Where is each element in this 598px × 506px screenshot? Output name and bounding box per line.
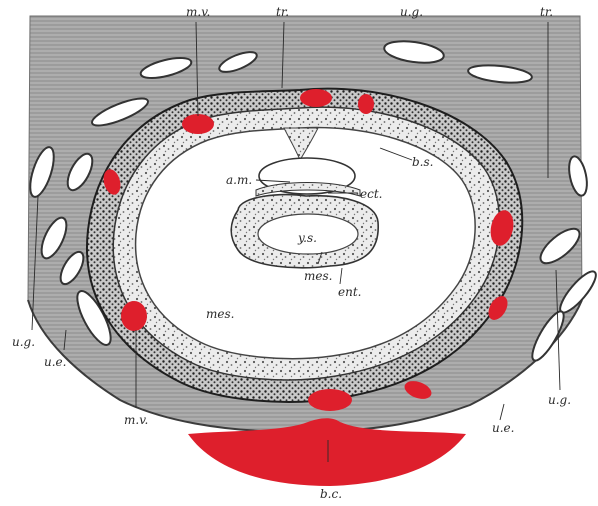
- label-bc: b.c.: [320, 487, 342, 501]
- label-ug-top: u.g.: [400, 5, 423, 19]
- label-mes-center: mes.: [304, 269, 332, 283]
- label-mv-bottom: m.v.: [124, 413, 148, 427]
- label-ue-right: u.e.: [492, 421, 514, 435]
- label-ys: y.s.: [297, 231, 317, 245]
- label-tr-right: tr.: [540, 5, 553, 19]
- label-ue-left: u.e.: [44, 355, 66, 369]
- label-ect: ect.: [360, 187, 382, 201]
- label-ent: ent.: [338, 285, 361, 299]
- maternal-vessel: [308, 389, 352, 411]
- label-ug-right: u.g.: [548, 393, 571, 407]
- maternal-vessel: [121, 301, 147, 331]
- label-ug-left: u.g.: [12, 335, 35, 349]
- maternal-vessel: [300, 89, 332, 107]
- label-bs: b.s.: [412, 155, 433, 169]
- maternal-vessel: [358, 94, 374, 114]
- label-mv-top: m.v.: [186, 5, 210, 19]
- label-am: a.m.: [226, 173, 252, 187]
- label-mes-lower: mes.: [206, 307, 234, 321]
- label-tr-top: tr.: [276, 5, 289, 19]
- maternal-vessel: [182, 114, 214, 134]
